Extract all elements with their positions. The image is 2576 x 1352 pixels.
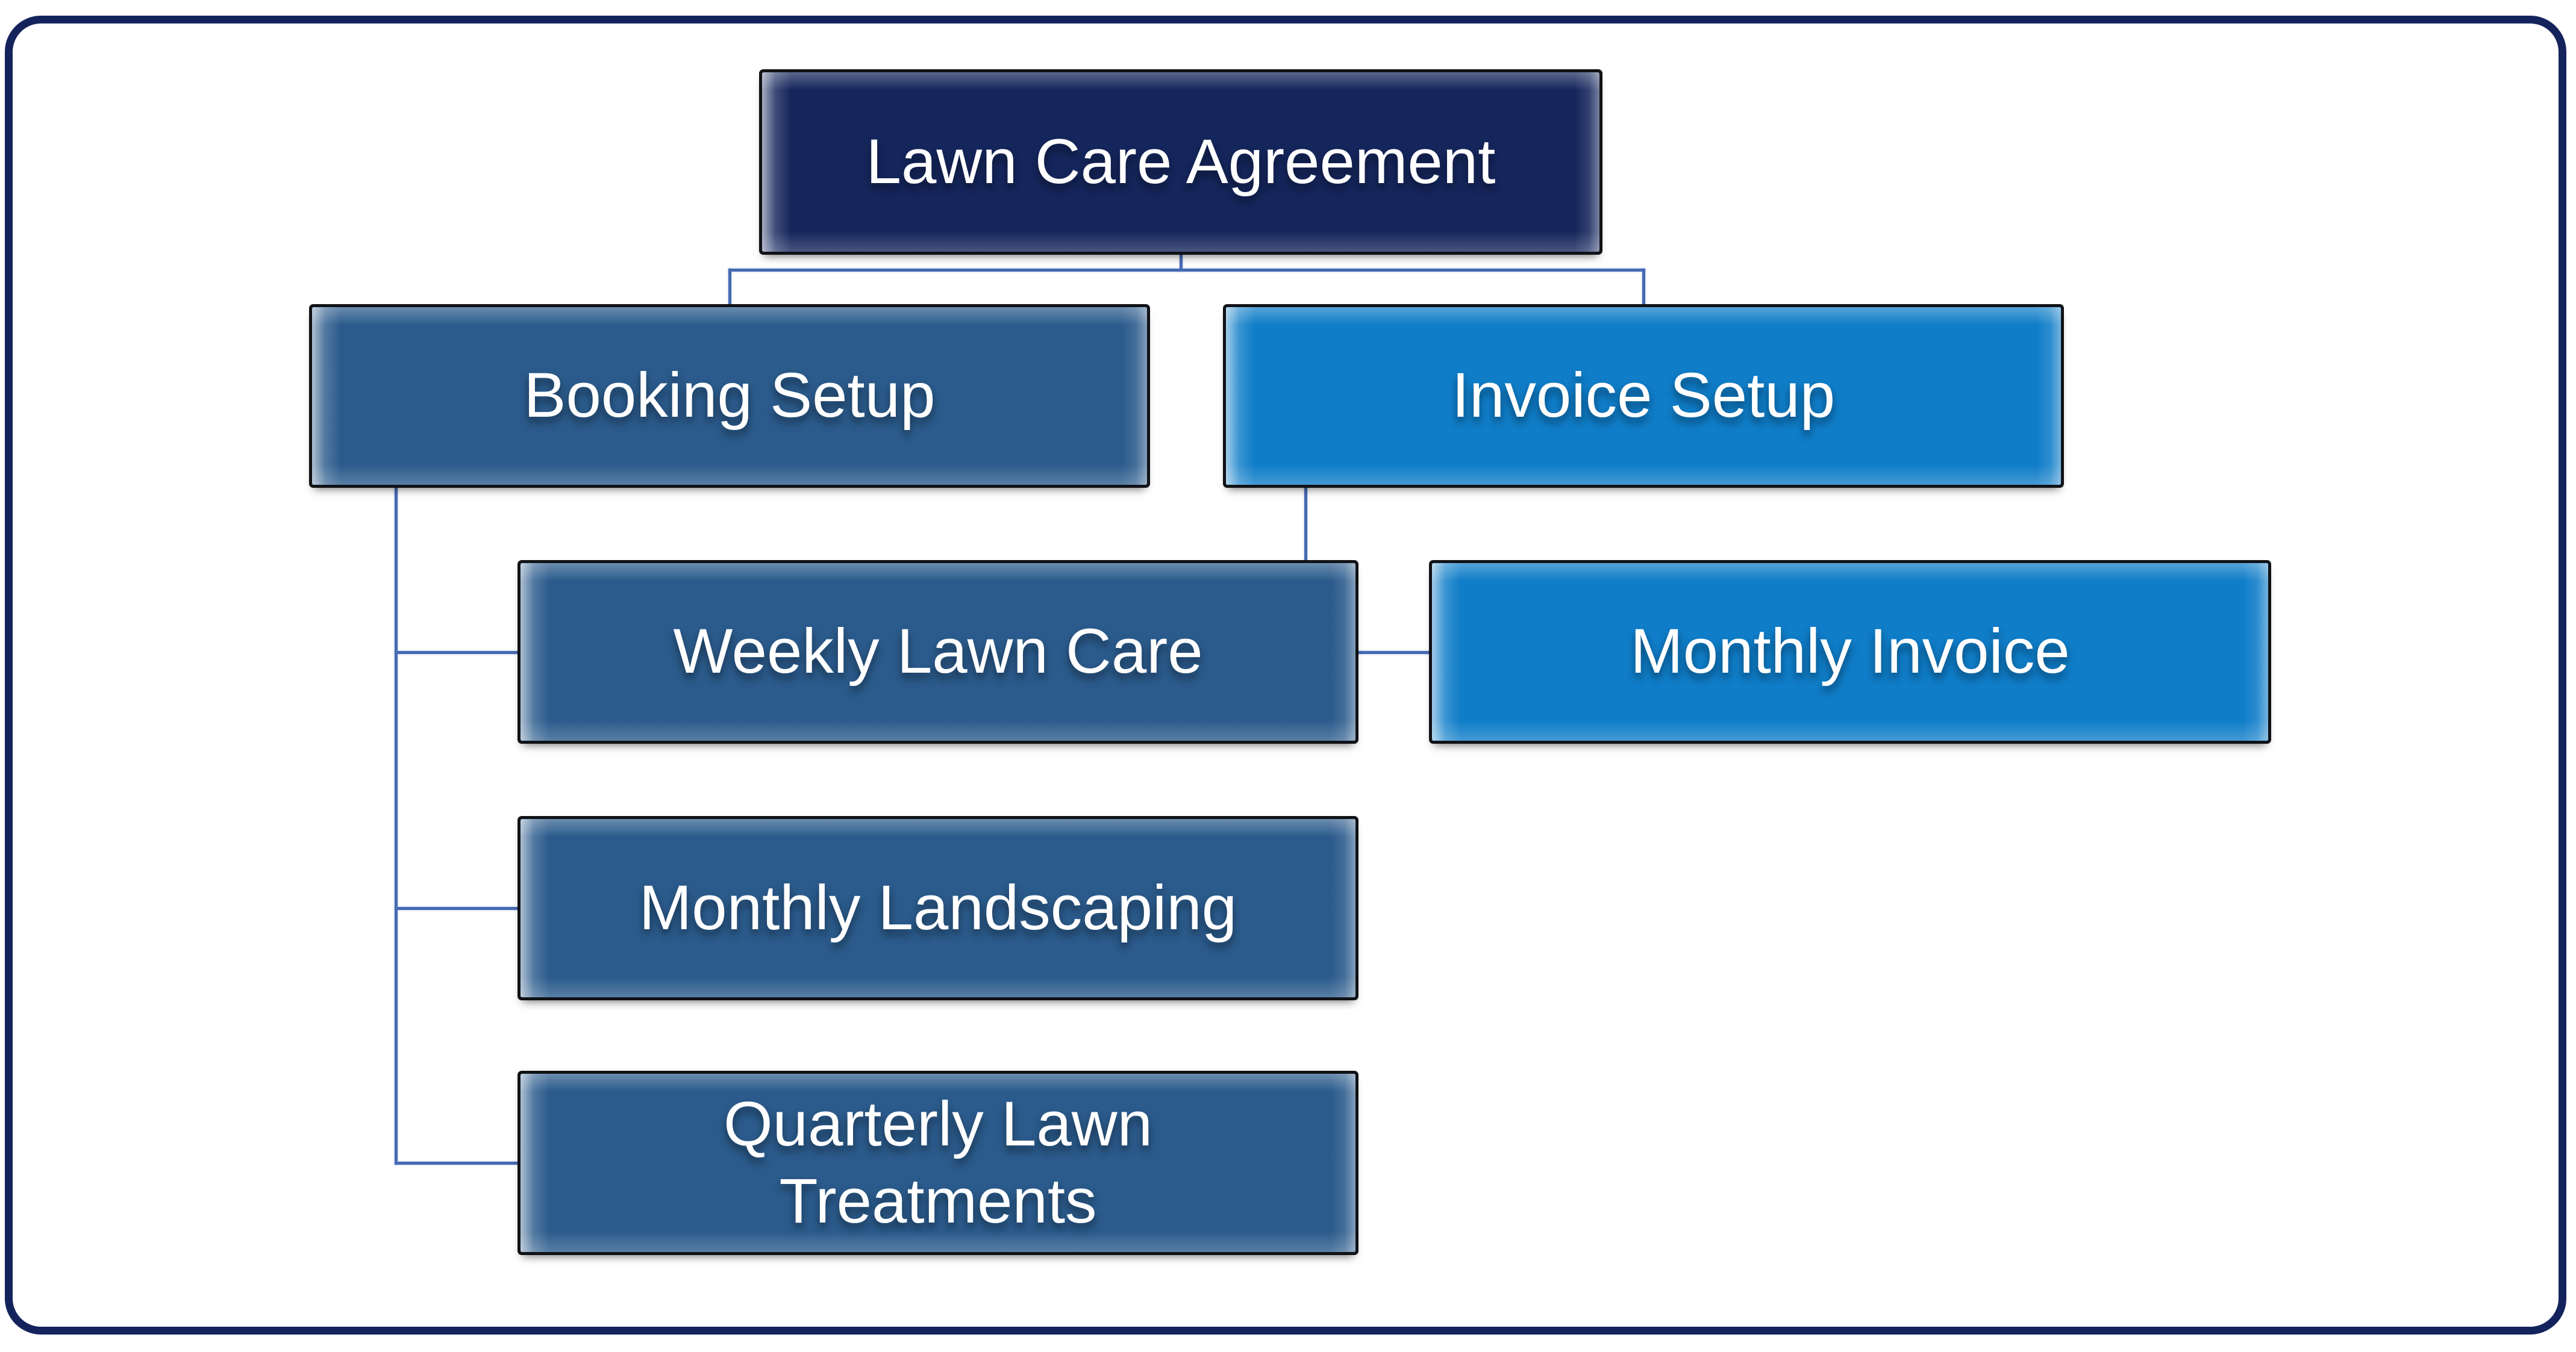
node-weekly-lawn-care: Weekly Lawn Care [517, 560, 1358, 744]
connector-root-stub [1180, 255, 1183, 272]
connector-root-horizontal [728, 269, 1645, 272]
diagram-border [5, 16, 2566, 1335]
node-label: Quarterly Lawn Treatments [724, 1088, 1152, 1236]
node-label: Lawn Care Agreement [866, 126, 1496, 197]
node-label: Invoice Setup [1451, 360, 1836, 431]
node-monthly-landscaping: Monthly Landscaping [517, 816, 1358, 1000]
connector-invoice-drop [1304, 487, 1307, 562]
node-invoice-setup: Invoice Setup [1223, 304, 2064, 488]
node-label: Booking Setup [524, 360, 936, 431]
connector-root-to-booking [728, 269, 731, 306]
connector-root-to-invoice [1642, 269, 1645, 306]
node-label: Monthly Invoice [1630, 616, 2070, 687]
node-label: Monthly Landscaping [639, 872, 1237, 943]
node-lawn-care-agreement: Lawn Care Agreement [759, 69, 1602, 255]
connector-booking-trunk [395, 487, 398, 1165]
node-booking-setup: Booking Setup [309, 304, 1150, 488]
connector-booking-to-quarterly [395, 1162, 520, 1165]
node-quarterly-lawn-treatments: Quarterly Lawn Treatments [517, 1071, 1358, 1255]
connector-booking-to-weekly [395, 651, 520, 654]
node-monthly-invoice: Monthly Invoice [1429, 560, 2271, 744]
node-label: Weekly Lawn Care [673, 616, 1203, 687]
connector-weekly-to-monthly-invoice [1356, 651, 1431, 654]
connector-booking-to-landscaping [395, 907, 520, 910]
